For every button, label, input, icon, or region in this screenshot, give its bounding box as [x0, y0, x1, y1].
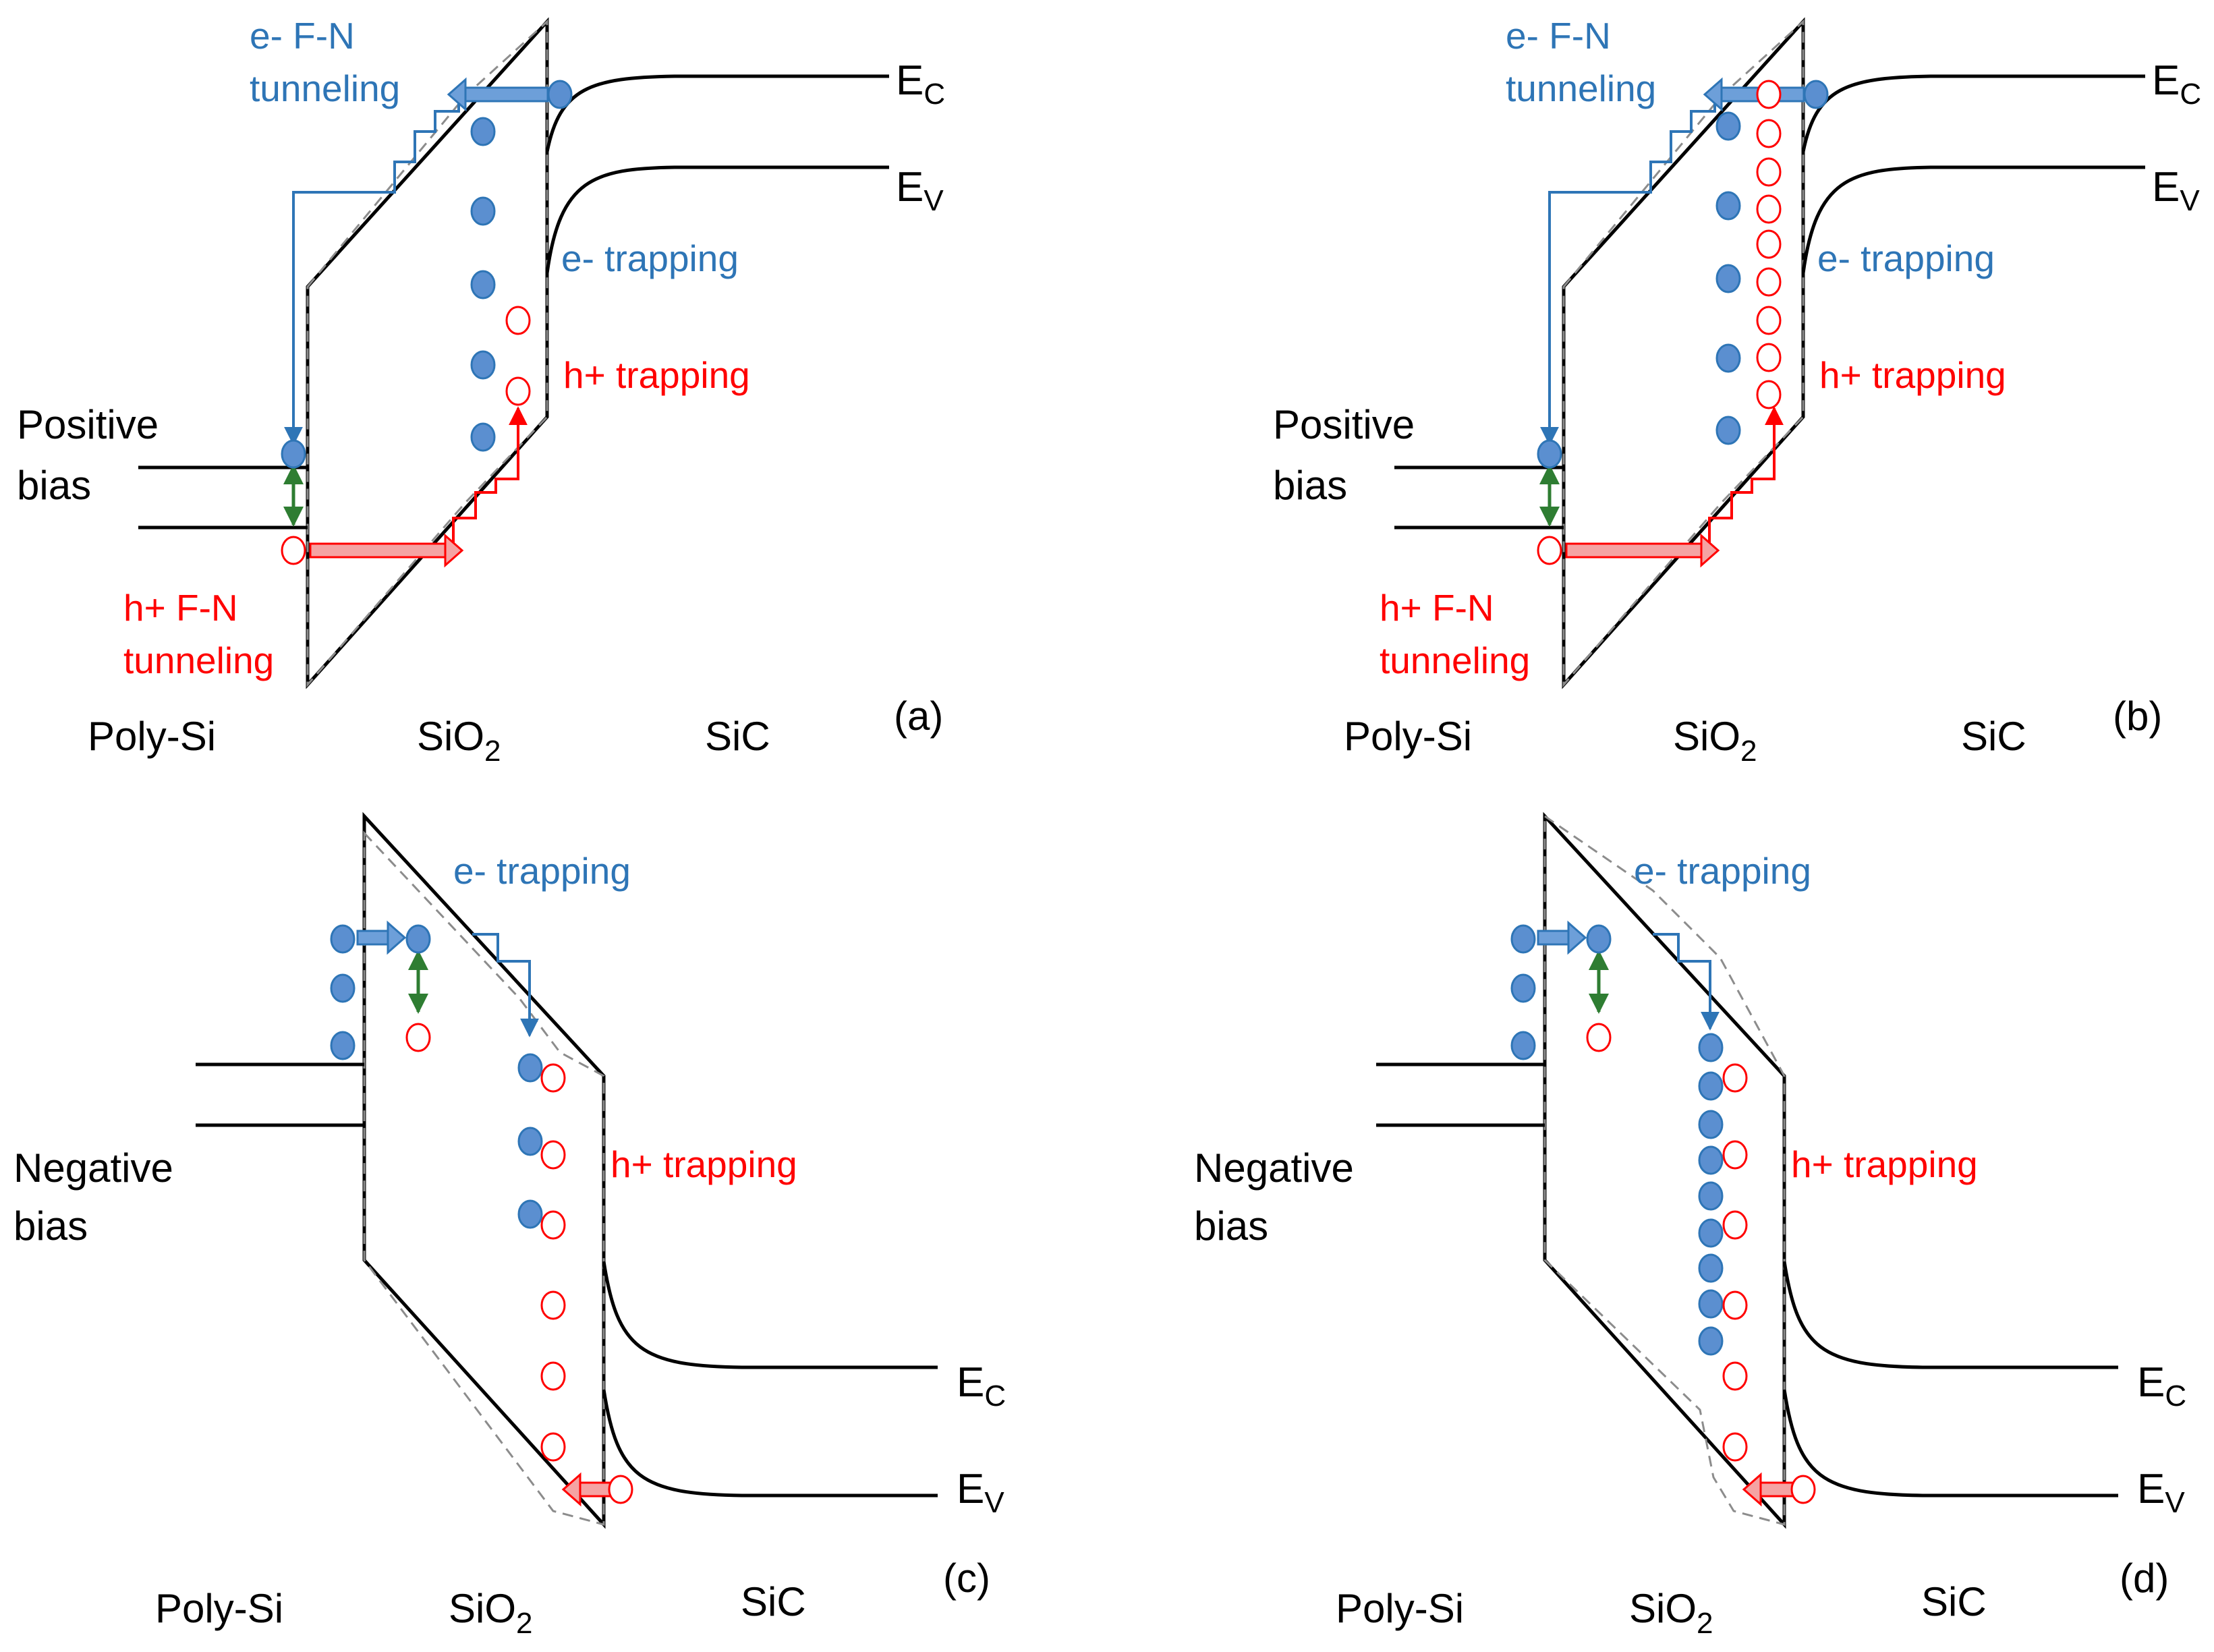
oxide-band [1543, 811, 1786, 1529]
electrons [330, 924, 543, 1229]
electron-path [472, 933, 539, 1037]
electrons [1537, 80, 1829, 469]
electron-inject-arrow [1537, 920, 1587, 955]
bias-label-2: bias [17, 463, 91, 508]
e-trapping-label: e- trapping [453, 850, 631, 892]
sic-label: SiC [705, 714, 770, 759]
h-trapping-label: h+ trapping [611, 1143, 797, 1185]
sio2-label: SiO2 [449, 1586, 533, 1640]
panel-b: e- F-N tunneling e- trapping h+ trapping… [1273, 15, 2201, 768]
bias-label: Negative [1194, 1145, 1354, 1191]
electron-path [1540, 94, 1716, 446]
ec-label: EC [957, 1359, 1006, 1413]
oxide-band [306, 17, 549, 689]
poly-si-levels [138, 465, 308, 530]
hole-inject-arrow [561, 1472, 617, 1507]
ev-label: EV [957, 1466, 1004, 1519]
panel-a: e- F-N tunneling e- trapping h+ trapping… [17, 15, 945, 768]
ev-label: EV [2137, 1466, 2185, 1519]
panel-tag: (d) [2120, 1556, 2169, 1601]
panel-tag: (a) [894, 693, 943, 739]
oxide-band [362, 811, 606, 1529]
electron-path [284, 94, 460, 446]
e-tunneling-label: e- F-N [250, 15, 355, 57]
e-trapping-label: e- trapping [1634, 850, 1811, 892]
panel-c: e- trapping h+ trapping Negative bias EC… [13, 811, 1006, 1640]
e-trapping-label: e- trapping [1817, 237, 1995, 279]
h-trapping-label: h+ trapping [563, 354, 750, 396]
oxide-band-shifted [306, 19, 548, 688]
bias-label-2: bias [1194, 1203, 1268, 1249]
sio2-label: SiO2 [1629, 1586, 1713, 1640]
holes [1537, 80, 1782, 565]
h-tunneling-label-2: tunneling [1380, 639, 1530, 681]
sic-bands [1782, 1261, 2118, 1498]
holes [1586, 1023, 1816, 1504]
hole-path [452, 406, 528, 550]
h-trapping-label: h+ trapping [1819, 354, 2006, 396]
holes [405, 1023, 633, 1504]
panel-tag: (c) [943, 1556, 990, 1601]
bias-label-2: bias [13, 1203, 88, 1249]
poly-si-label: Poly-Si [88, 714, 216, 759]
hole-tunnel-arrow [1565, 533, 1720, 568]
electron-tunnel-arrow [447, 77, 549, 112]
bias-label: Positive [1273, 402, 1415, 447]
poly-si-label: Poly-Si [1336, 1586, 1464, 1631]
sic-bands [1801, 74, 2145, 274]
h-tunneling-label-2: tunneling [123, 639, 274, 681]
h-trapping-label: h+ trapping [1791, 1143, 1978, 1185]
e-tunneling-label-2: tunneling [250, 67, 400, 109]
ec-label: EC [2137, 1359, 2186, 1413]
oxide-band-shifted [1543, 814, 1786, 1526]
electron-inject-arrow [356, 920, 407, 955]
electron-tunnel-arrow [1703, 77, 1805, 112]
holes [281, 306, 531, 565]
bias-label-2: bias [1273, 463, 1347, 508]
sic-label: SiC [741, 1579, 806, 1624]
sic-label: SiC [1961, 714, 2026, 759]
e-trapping-label: e- trapping [561, 237, 739, 279]
sic-bands [545, 74, 889, 274]
poly-si-levels [196, 1062, 364, 1127]
hole-inject-arrow [1742, 1472, 1797, 1507]
ec-label: EC [896, 57, 945, 111]
bias-label: Negative [13, 1145, 173, 1191]
electrons [1510, 924, 1724, 1356]
bias-label: Positive [17, 402, 159, 447]
sio2-label: SiO2 [417, 714, 501, 768]
oxide-band-shifted [363, 830, 605, 1526]
panel-tag: (b) [2113, 693, 2162, 739]
e-tunneling-label: e- F-N [1506, 15, 1611, 57]
ev-label: EV [896, 164, 944, 217]
sic-label: SiC [1921, 1579, 1987, 1624]
hole-path [1708, 406, 1784, 550]
hole-tunnel-arrow [309, 533, 464, 568]
e-tunneling-label-2: tunneling [1506, 67, 1656, 109]
sic-bands [602, 1261, 938, 1498]
poly-si-levels [1376, 1062, 1545, 1127]
poly-si-label: Poly-Si [155, 1586, 283, 1631]
sio2-label: SiO2 [1673, 714, 1757, 768]
panel-d: e- trapping h+ trapping Negative bias EC… [1194, 811, 2186, 1640]
electrons [281, 80, 573, 469]
h-tunneling-label: h+ F-N [1380, 587, 1494, 629]
ec-label: EC [2152, 57, 2201, 111]
electron-path [1653, 933, 1720, 1031]
poly-si-levels [1394, 465, 1564, 530]
ev-label: EV [2152, 164, 2200, 217]
h-tunneling-label: h+ F-N [123, 587, 238, 629]
poly-si-label: Poly-Si [1344, 714, 1472, 759]
